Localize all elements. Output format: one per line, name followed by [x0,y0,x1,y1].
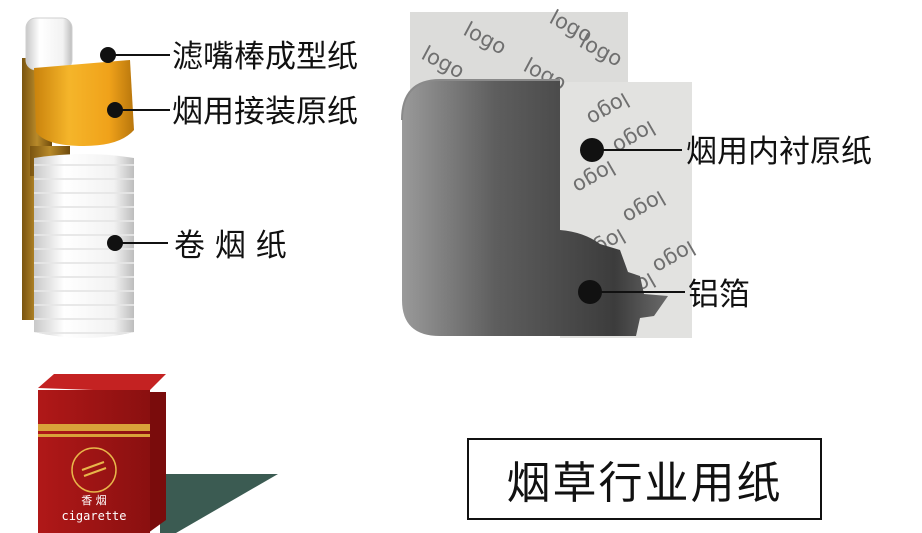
label-cigarette-paper: 卷 烟 纸 [174,228,287,264]
pack-text-cn: 香 烟 [81,493,107,507]
pack-front [38,390,150,533]
pack-emblem [71,447,117,493]
cigarette-illustration [22,17,134,338]
leader-inner-liner [580,138,682,162]
cigarette-pack-illustration: 香 烟 cigarette [38,374,278,533]
tipping-band [34,60,134,146]
label-inner-liner-paper: 烟用内衬原纸 [686,134,872,170]
pack-shadow [160,474,278,533]
pack-top [38,374,166,392]
leader-filter-rod [100,47,170,63]
inner-liner-illustration: logo logo logo logo logo logo logo logo … [401,5,700,338]
leader-aluminum-foil [578,280,685,304]
pack-gold-band [38,424,150,431]
page-title: 烟草行业用纸 [506,458,783,509]
pack-side [148,392,166,533]
filter-rod [25,17,73,71]
aluminum-foil-shape [402,80,668,336]
label-tipping-paper: 烟用接装原纸 [172,94,358,130]
title-box: 烟草行业用纸 [467,438,822,520]
label-aluminum-foil: 铝箔 [688,277,750,313]
leader-cigarette-paper [107,235,168,251]
pack-text-en: cigarette [61,509,126,523]
leader-tipping-paper [107,102,170,118]
label-filter-rod-paper: 滤嘴棒成型纸 [172,39,358,75]
